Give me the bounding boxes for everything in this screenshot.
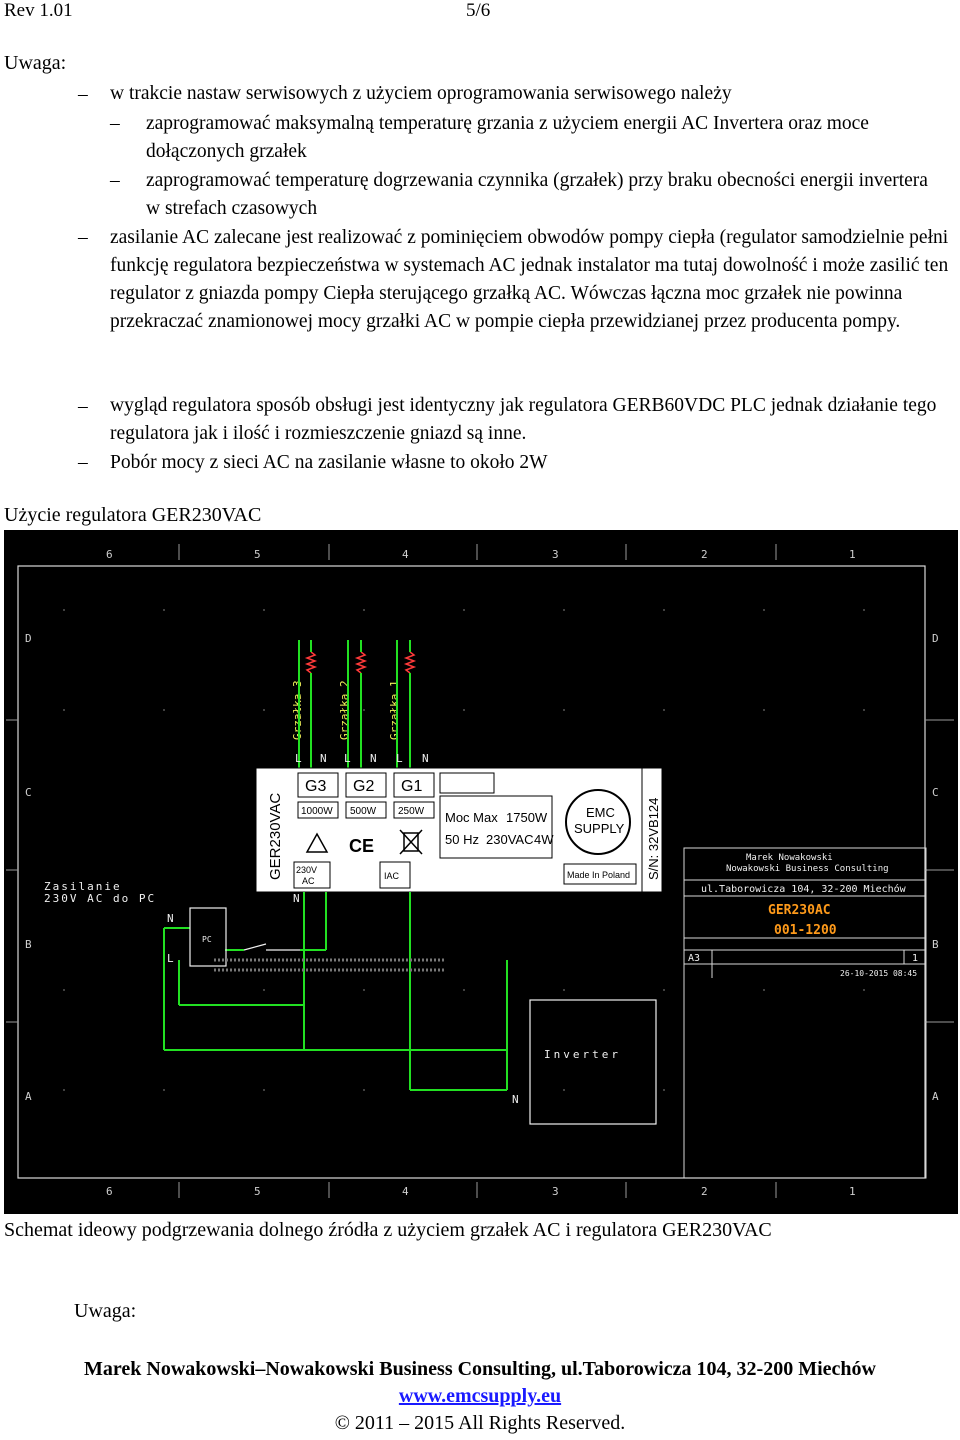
device-supply-label: AC (302, 876, 315, 886)
tb-sheet: 1 (912, 953, 918, 964)
list-item: zaprogramować maksymalną temperaturę grz… (146, 113, 869, 162)
list-dash: – (78, 452, 88, 473)
list-dash: – (110, 170, 120, 191)
heater-label: Grzałka 1 (388, 680, 401, 740)
terminal-label: N (422, 752, 429, 765)
col-number: 5 (254, 1185, 261, 1198)
revision-label: Rev 1.01 (4, 0, 73, 21)
power-g3: 1000W (301, 806, 333, 817)
tb-number: 001-1200 (774, 923, 837, 938)
heater-label: Grzałka 3 (291, 680, 304, 740)
power-g2: 500W (350, 806, 377, 817)
output-g3: G3 (305, 778, 326, 795)
footer-link[interactable]: www.emcsupply.eu (398, 1385, 562, 1407)
freq-value: 230VAC (486, 832, 533, 847)
ce-mark-icon: CE (349, 836, 374, 856)
heater-resistors (304, 651, 417, 674)
row-letter: A (932, 1090, 939, 1103)
tb-date: 26-10-2015 08:45 (840, 969, 917, 978)
list-item: Pobór mocy z sieci AC na zasilanie własn… (110, 452, 548, 473)
device-supply-label: 230V (296, 865, 317, 875)
list-dash: – (78, 396, 88, 417)
moc-label: Moc Max (445, 810, 498, 825)
inverter-box (529, 999, 657, 1125)
power-g1: 250W (398, 806, 425, 817)
col-number: 6 (106, 548, 113, 561)
device-n-label: N (293, 892, 300, 905)
wiring-schematic: 6 5 4 3 2 1 6 5 4 3 2 1 D C B A D C B A … (4, 530, 958, 1214)
list-item: wygląd regulatora sposób obsługi jest id… (110, 395, 937, 444)
col-number: 1 (849, 548, 856, 561)
col-number: 4 (402, 548, 409, 561)
terminal-label: N (320, 752, 327, 765)
ger230vac-device: GER230VAC G3 G2 G1 1000W 500W 250W CE Mo… (255, 767, 663, 893)
grid-dots (63, 609, 865, 1091)
figure-caption: Schemat ideowy podgrzewania dolnego źród… (4, 1219, 772, 1241)
moc-value: 1750W (506, 810, 548, 825)
tb-drawing: GER230AC (768, 903, 831, 918)
col-number: 3 (552, 1185, 559, 1198)
row-letter: A (25, 1090, 32, 1103)
freq-label: 50 Hz (445, 832, 479, 847)
supply-n-label: N (167, 912, 174, 925)
drawing-frame (17, 565, 926, 1179)
serial-number: S/N: 32VB124 (646, 798, 661, 880)
output-g1: G1 (401, 778, 422, 795)
supply-label: Zasilanie (44, 880, 122, 893)
terminal-label: L (396, 752, 403, 765)
heater-wires (298, 640, 411, 768)
brand-top: EMC (586, 805, 615, 820)
list-item: zasilanie AC zalecane jest realizować z … (110, 227, 949, 332)
tb-size: A3 (688, 953, 700, 964)
pc-label: PC (202, 935, 212, 944)
inverter-n-label: N (512, 1093, 519, 1106)
col-number: 2 (701, 1185, 708, 1198)
col-number: 1 (849, 1185, 856, 1198)
output-g2: G2 (353, 778, 374, 795)
heater-label: Grzałka 2 (338, 680, 351, 740)
freq-power: 4W (534, 832, 554, 847)
footer-copyright: © 2011 – 2015 All Rights Reserved. (334, 1412, 626, 1434)
page-number: 5/6 (466, 0, 491, 21)
row-letter: B (25, 938, 32, 951)
pc-box (189, 907, 227, 967)
tb-company: Nowakowski Business Consulting (726, 864, 889, 874)
note-title: Uwaga: (4, 52, 67, 74)
row-letter: B (932, 938, 939, 951)
note-title: Uwaga: (74, 1300, 137, 1322)
supply-wires (163, 892, 508, 1091)
device-iac-label: IAC (384, 871, 400, 881)
tb-author: Marek Nowakowski (746, 853, 833, 863)
device-side-label: GER230VAC (267, 793, 284, 880)
emc-logo-icon (565, 789, 631, 855)
row-letter: C (932, 786, 939, 799)
brand-bottom: SUPPLY (574, 821, 625, 836)
supply-l-label: L (167, 952, 174, 965)
list-item: w trakcie nastaw serwisowych z użyciem o… (110, 83, 732, 104)
tb-address: ul.Taborowicza 104, 32-200 Miechów (701, 883, 907, 895)
list-dash: – (78, 227, 88, 248)
row-letter: C (25, 786, 32, 799)
col-number: 2 (701, 548, 708, 561)
row-letter: D (25, 632, 32, 645)
col-number: 5 (254, 548, 261, 561)
col-number: 4 (402, 1185, 409, 1198)
terminal-label: L (344, 752, 351, 765)
col-number: 6 (106, 1185, 113, 1198)
footer-address: Marek Nowakowski–Nowakowski Business Con… (84, 1358, 876, 1380)
terminal-label: N (370, 752, 377, 765)
supply-label: 230V AC do PC (44, 892, 156, 905)
terminal-label: L (295, 752, 302, 765)
list-dash: – (78, 84, 88, 105)
warning-icon (305, 832, 329, 853)
inverter-label: Inverter (544, 1048, 621, 1061)
section-title: Użycie regulatora GER230VAC (4, 504, 262, 526)
title-block: Marek Nowakowski Nowakowski Business Con… (683, 847, 927, 1179)
row-letter: D (932, 632, 939, 645)
list-dash: – (110, 113, 120, 134)
col-number: 3 (552, 548, 559, 561)
made-in: Made In Poland (567, 870, 630, 880)
list-item: zaprogramować temperaturę dogrzewania cz… (146, 170, 928, 219)
weee-bin-icon (399, 829, 423, 855)
